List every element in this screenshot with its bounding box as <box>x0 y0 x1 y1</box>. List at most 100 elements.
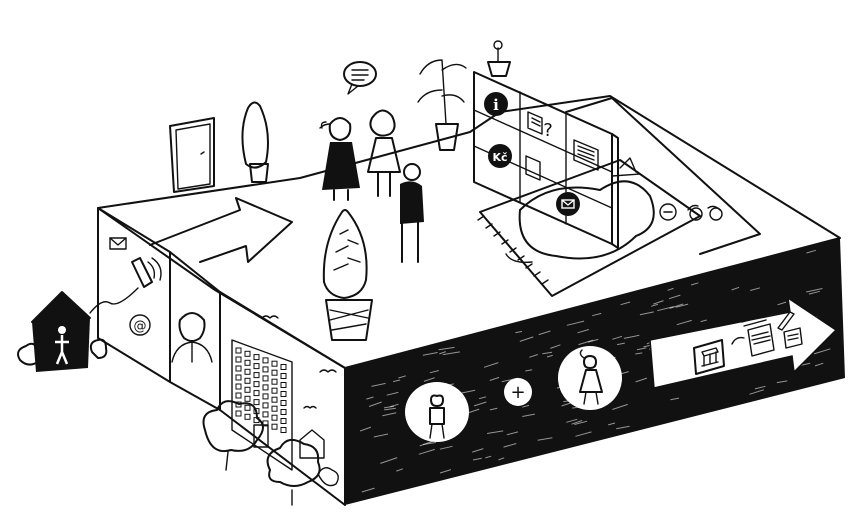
texture-stroke <box>575 431 592 437</box>
texture-stroke <box>731 286 740 291</box>
building-window <box>280 409 287 415</box>
texture-stroke <box>806 249 817 254</box>
texture-stroke <box>472 457 482 461</box>
building-window <box>271 414 278 421</box>
texture-stroke <box>612 335 623 340</box>
texture-stroke <box>485 455 492 459</box>
texture-stroke <box>676 319 692 326</box>
texture-stroke <box>489 407 498 411</box>
building-window <box>262 411 269 418</box>
texture-stroke <box>578 339 594 346</box>
texture-stroke <box>690 282 699 286</box>
texture-stroke <box>422 442 436 445</box>
texture-stroke <box>657 306 674 312</box>
building-window <box>253 354 260 361</box>
texture-stroke <box>639 311 654 316</box>
texture-stroke <box>396 468 404 472</box>
texture-stroke <box>368 401 382 407</box>
building-window <box>253 372 260 379</box>
building-window <box>244 377 251 384</box>
texture-stroke <box>380 457 398 464</box>
document-arrow <box>649 296 838 389</box>
texture-stroke <box>529 354 538 358</box>
texture-stroke <box>366 396 374 400</box>
office-building <box>235 347 287 433</box>
texture-stroke <box>525 369 533 372</box>
texture-stroke <box>546 354 553 358</box>
texture-stroke <box>361 487 375 493</box>
texture-stroke <box>653 300 664 305</box>
bird-1 <box>261 315 279 319</box>
texture-stroke <box>620 301 631 306</box>
texture-stroke <box>623 334 640 339</box>
envelope-icon <box>109 237 127 250</box>
texture-stroke <box>617 342 625 346</box>
texture-stroke <box>616 425 630 430</box>
texture-stroke <box>754 385 766 390</box>
building-window <box>271 369 278 376</box>
texture-stroke <box>700 319 707 323</box>
texture-stroke <box>515 330 523 334</box>
texture-stroke <box>371 382 386 387</box>
texture-stroke <box>550 344 561 349</box>
speech-bubble-icon <box>343 61 377 95</box>
potted-cypress-small <box>241 101 269 183</box>
at-sign-icon: @ <box>129 314 151 336</box>
texture-stroke <box>669 303 684 309</box>
texture-stroke <box>483 362 499 368</box>
building-window <box>235 356 242 363</box>
texture-stroke <box>668 294 681 300</box>
texture-stroke <box>542 351 553 355</box>
texture-stroke <box>566 418 578 423</box>
building-window <box>271 396 278 403</box>
texture-stroke <box>667 287 674 291</box>
building-window <box>280 373 287 379</box>
texture-stroke <box>460 389 476 394</box>
building-window <box>235 347 242 354</box>
texture-stroke <box>423 377 435 382</box>
at-sign-label: @ <box>134 319 147 334</box>
building-window <box>262 393 269 400</box>
building-window <box>271 423 278 430</box>
texture-stroke <box>612 403 628 410</box>
plus-circle-icon: + <box>504 378 532 406</box>
toy-creature <box>505 157 677 264</box>
building-window <box>280 400 287 406</box>
building-window <box>253 399 260 406</box>
texture-stroke <box>489 376 500 381</box>
building-door <box>253 424 269 448</box>
big-arrow-wall <box>149 197 293 263</box>
texture-stroke <box>479 396 487 400</box>
woman-white-dress <box>367 109 401 197</box>
texture-stroke <box>472 448 484 453</box>
texture-stroke <box>592 312 602 317</box>
texture-stroke <box>503 443 517 448</box>
texture-stroke <box>537 437 553 441</box>
man-back-view <box>400 163 424 263</box>
texture-stroke <box>522 404 530 408</box>
texture-stroke <box>422 352 438 356</box>
building-window <box>235 383 242 390</box>
info-icon-label: i <box>493 96 499 114</box>
plus-label: + <box>510 382 525 403</box>
door[interactable] <box>169 117 215 193</box>
mail-circle-icon <box>556 192 580 216</box>
building-window <box>271 405 278 412</box>
texture-stroke <box>418 448 435 455</box>
texture-stroke <box>519 336 534 342</box>
building-window <box>244 368 251 375</box>
texture-stroke <box>398 375 407 379</box>
texture-stroke <box>814 362 824 367</box>
building-window <box>280 382 287 388</box>
wall-portrait-person <box>171 312 213 363</box>
building-window <box>262 384 269 391</box>
texture-stroke <box>621 371 629 375</box>
texture-stroke <box>538 330 551 336</box>
texture-stroke <box>439 445 453 450</box>
bird-3 <box>303 405 317 409</box>
building-window <box>235 392 242 399</box>
texture-stroke <box>777 301 787 306</box>
building-window <box>235 365 242 372</box>
building-window <box>253 390 260 397</box>
